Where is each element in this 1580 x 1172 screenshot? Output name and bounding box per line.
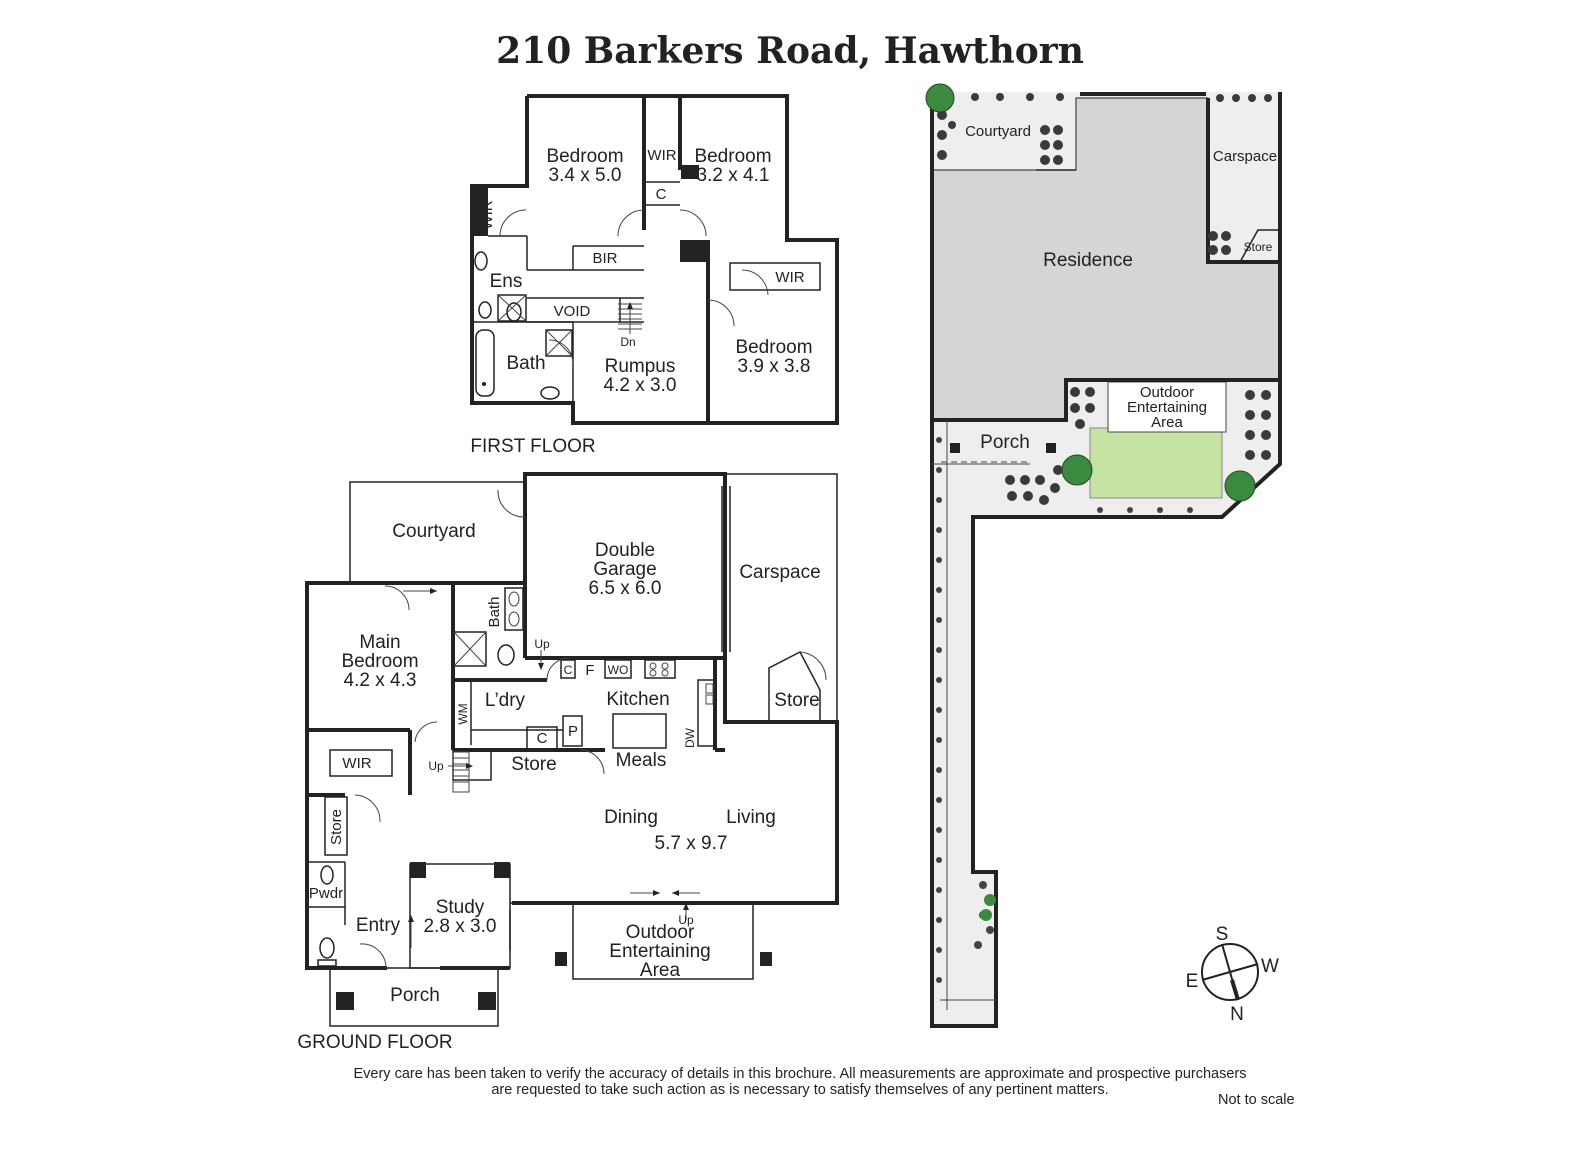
first-bath-label: Bath: [506, 353, 545, 374]
rumpus-label: Rumpus: [605, 356, 676, 377]
garage-store-label: Store: [774, 690, 819, 711]
page-title: 210 Barkers Road, Hawthorn: [496, 30, 1084, 72]
living-dims: 5.7 x 9.7: [655, 833, 728, 854]
kitchen-c-label: C: [564, 663, 573, 677]
entry-label: Entry: [356, 915, 401, 936]
disclaimer-line-2: are requested to take such action as is …: [491, 1082, 1109, 1098]
disclaimer: Every care has been taken to verify the …: [0, 1066, 1580, 1098]
dw-label: DW: [683, 727, 697, 748]
shrub-markers: [937, 93, 1272, 505]
rumpus-dims: 4.2 x 3.0: [604, 375, 677, 396]
site-porch-label: Porch: [980, 432, 1030, 453]
first-bedroom-nw-dims: 3.4 x 5.0: [549, 165, 622, 186]
garage-label-line1: Double: [595, 540, 655, 561]
main-bedroom-dims: 4.2 x 4.3: [344, 670, 417, 691]
ground-bath-label: Bath: [486, 597, 503, 628]
site-outdoor-line1: Outdoor: [1140, 384, 1194, 401]
ground-porch-label: Porch: [390, 985, 440, 1006]
site-courtyard-label: Courtyard: [965, 123, 1031, 140]
kitchen-label: Kitchen: [606, 689, 669, 710]
garage-dims: 6.5 x 6.0: [589, 578, 662, 599]
first-wir-w-label: WIR: [479, 200, 496, 229]
ground-store-left-label: Store: [328, 809, 345, 845]
ground-outdoor-line3: Area: [640, 960, 681, 981]
hedge-markers: [936, 437, 1193, 983]
site-outdoor-line3: Area: [1151, 414, 1183, 431]
first-bedroom-nw-label: Bedroom: [546, 146, 623, 167]
first-floor-plan: Bedroom 3.4 x 5.0 Bedroom 3.2 x 4.1 Bedr…: [470, 94, 839, 457]
pantry-label: P: [568, 723, 578, 740]
kitchen-wo-label: WO: [608, 663, 629, 677]
site-carspace-label: Carspace: [1213, 148, 1277, 165]
first-c-label: C: [656, 186, 667, 203]
living-label: Living: [726, 807, 776, 828]
compass: S W E N: [1186, 924, 1279, 1025]
ground-up-2: Up: [428, 759, 444, 773]
kitchen-f-label: F: [585, 662, 594, 679]
study-label: Study: [436, 897, 485, 918]
ensuite-label: Ens: [490, 271, 523, 292]
first-bedroom-se-dims: 3.9 x 3.8: [738, 356, 811, 377]
tree-markers: [925, 83, 1256, 921]
first-bedroom-ne-dims: 3.2 x 4.1: [697, 165, 770, 186]
ground-store-mid-label: Store: [511, 754, 556, 775]
ground-courtyard-label: Courtyard: [392, 521, 475, 542]
disclaimer-line-1: Every care has been taken to verify the …: [353, 1066, 1247, 1082]
ground-outdoor-line2: Entertaining: [609, 941, 710, 962]
compass-s: S: [1216, 924, 1229, 945]
ground-outdoor-line1: Outdoor: [626, 922, 695, 943]
ground-up-1: Up: [534, 637, 550, 651]
wm-label: WM: [456, 703, 470, 724]
garage-label-line2: Garage: [593, 559, 656, 580]
not-to-scale-note: Not to scale: [1218, 1092, 1295, 1108]
void-label: VOID: [554, 303, 591, 320]
ground-wir-label: WIR: [342, 755, 371, 772]
dining-label: Dining: [604, 807, 658, 828]
ground-floor-plan: Courtyard Double Garage 6.5 x 6.0 Carspa…: [297, 472, 839, 1053]
first-bedroom-ne-label: Bedroom: [694, 146, 771, 167]
laundry-c-label: C: [537, 730, 548, 747]
first-dn-label: Dn: [620, 335, 635, 349]
ground-up-3: Up: [678, 913, 694, 927]
powder-room-label: Pwdr: [309, 885, 343, 902]
site-store-label: Store: [1244, 240, 1273, 254]
compass-n: N: [1230, 1004, 1244, 1025]
first-wir-ne-label: WIR: [647, 147, 676, 164]
laundry-label: L’dry: [485, 690, 526, 711]
main-bedroom-line2: Bedroom: [341, 651, 418, 672]
meals-label: Meals: [616, 750, 667, 771]
first-wir-se-label: WIR: [775, 269, 804, 286]
compass-e: E: [1186, 971, 1199, 992]
bir-label: BIR: [592, 250, 617, 267]
site-plan: Courtyard Carspace Store Residence Outdo…: [925, 83, 1282, 1028]
ground-floor-label: GROUND FLOOR: [297, 1032, 452, 1053]
ground-carspace-label: Carspace: [739, 562, 820, 583]
compass-w: W: [1261, 956, 1279, 977]
study-dims: 2.8 x 3.0: [424, 916, 497, 937]
site-residence-label: Residence: [1043, 250, 1133, 271]
site-outdoor-line2: Entertaining: [1127, 399, 1207, 416]
first-bedroom-se-label: Bedroom: [735, 337, 812, 358]
main-bedroom-line1: Main: [359, 632, 400, 653]
first-floor-label: FIRST FLOOR: [470, 436, 595, 457]
